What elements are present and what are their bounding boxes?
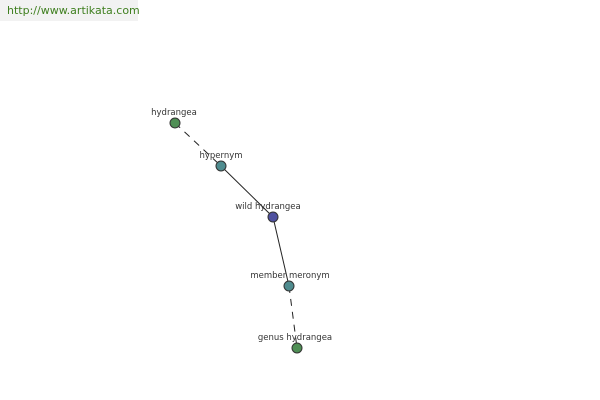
- node-dot-wild-hydrangea[interactable]: [267, 211, 279, 223]
- site-url[interactable]: http://www.artikata.com: [0, 0, 140, 21]
- node-label-wild-hydrangea[interactable]: wild hydrangea: [235, 202, 301, 212]
- node-genus-hydrangea[interactable]: genus hydrangea: [258, 333, 332, 354]
- edge-member-meronym-to-genus-hydrangea: [288, 285, 298, 349]
- node-label-member-meronym[interactable]: member meronym: [250, 271, 329, 281]
- graph-nodes: hydrangea hypernym wild hydrangea member me…: [151, 108, 332, 354]
- edge-wild-hydrangea-to-member-meronym: [272, 216, 290, 287]
- node-label-hydrangea[interactable]: hydrangea: [151, 108, 197, 118]
- node-member-meronym[interactable]: member meronym: [250, 271, 330, 292]
- node-hydrangea[interactable]: hydrangea: [151, 108, 197, 129]
- node-wild-hydrangea[interactable]: wild hydrangea: [235, 202, 301, 223]
- graph-edges: [174, 122, 298, 349]
- node-dot-hypernym[interactable]: [215, 160, 227, 172]
- node-dot-hydrangea[interactable]: [169, 117, 181, 129]
- node-label-hypernym[interactable]: hypernym: [199, 151, 242, 161]
- node-hypernym[interactable]: hypernym: [199, 151, 243, 172]
- edge-hypernym-to-wild-hydrangea: [220, 165, 274, 218]
- node-dot-genus-hydrangea[interactable]: [291, 342, 303, 354]
- node-dot-member-meronym[interactable]: [283, 280, 295, 292]
- node-label-genus-hydrangea[interactable]: genus hydrangea: [258, 333, 332, 343]
- edge-hydrangea-to-hypernym: [174, 122, 222, 167]
